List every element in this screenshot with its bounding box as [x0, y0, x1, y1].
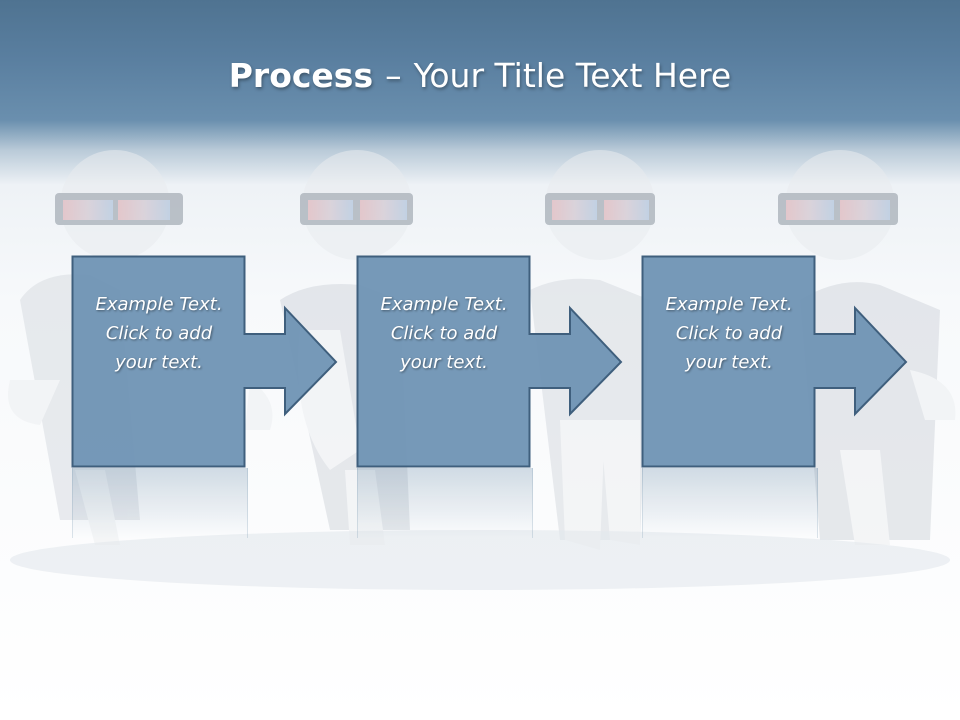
title-dash: –: [385, 55, 402, 95]
step-1-line-1: Example Text.: [95, 293, 223, 315]
title-bold-part: Process: [228, 55, 374, 95]
step-1-reflection: [72, 468, 248, 538]
step-2-line-2: Click to add: [390, 322, 498, 344]
title-rest: Your Title Text Here: [413, 55, 732, 95]
slide-title[interactable]: Process – Your Title Text Here: [0, 40, 960, 110]
step-2-arrow-shape: [356, 255, 623, 468]
process-step-3[interactable]: Example Text. Click to add your text.: [641, 255, 932, 468]
step-2-line-1: Example Text.: [380, 293, 508, 315]
step-2-line-3: your text.: [400, 351, 488, 373]
step-2-reflection: [357, 468, 533, 538]
step-2-text: Example Text. Click to add your text.: [357, 228, 531, 438]
step-3-line-3: your text.: [685, 351, 773, 373]
step-3-reflection: [642, 468, 818, 538]
step-1-text: Example Text. Click to add your text.: [72, 228, 246, 438]
step-3-line-1: Example Text.: [665, 293, 793, 315]
process-step-2[interactable]: Example Text. Click to add your text.: [356, 255, 647, 468]
step-3-text: Example Text. Click to add your text.: [642, 228, 816, 438]
step-1-line-3: your text.: [115, 351, 203, 373]
step-3-line-2: Click to add: [675, 322, 783, 344]
step-3-arrow-shape: [641, 255, 908, 468]
step-1-line-2: Click to add: [105, 322, 213, 344]
process-step-1[interactable]: Example Text. Click to add your text.: [71, 255, 362, 468]
step-1-arrow-shape: [71, 255, 338, 468]
